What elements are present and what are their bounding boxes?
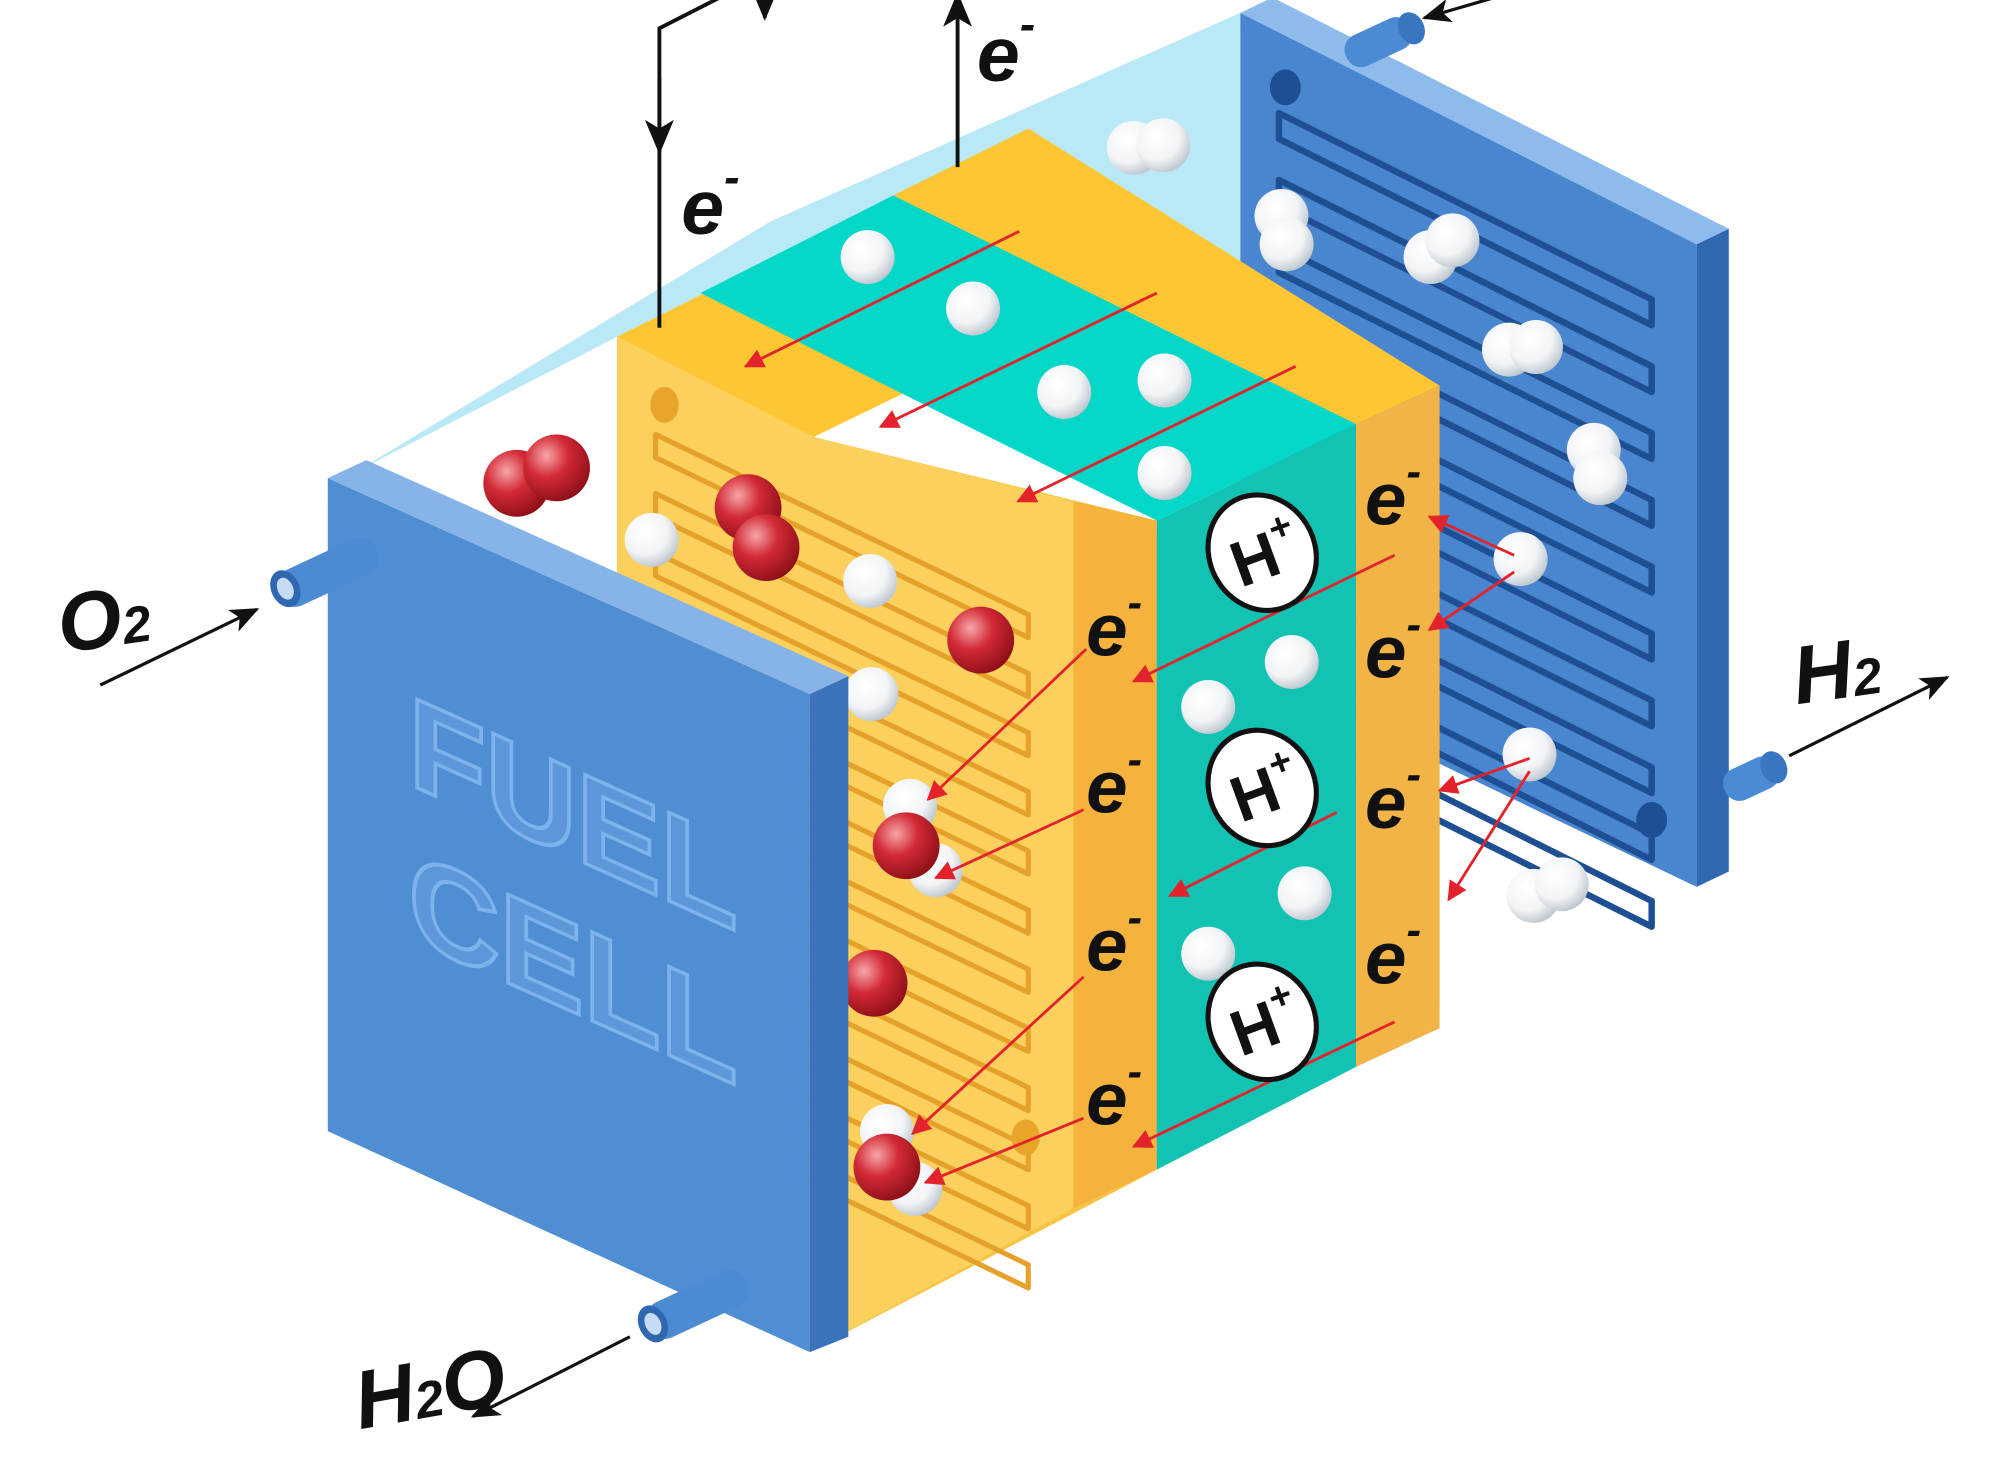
label-h2o: H2O bbox=[347, 1331, 512, 1447]
hydrogen-molecule bbox=[1425, 213, 1479, 267]
hydrogen-molecule bbox=[1573, 451, 1627, 505]
oxygen-molecule bbox=[523, 434, 590, 501]
oxygen-molecule bbox=[853, 1134, 920, 1201]
pipe-h2-bottom bbox=[1718, 747, 1793, 806]
hydrogen-molecule bbox=[841, 230, 895, 284]
arrow-h2-top bbox=[1424, 0, 1504, 18]
anode-port-hole bbox=[1636, 802, 1667, 838]
hydrogen-molecule bbox=[1138, 353, 1192, 407]
hydrogen-molecule bbox=[1181, 680, 1235, 734]
oxygen-molecule bbox=[841, 950, 908, 1017]
hydrogen-molecule bbox=[1494, 532, 1548, 586]
hydrogen-molecule bbox=[946, 281, 1000, 335]
hydrogen-molecule bbox=[1509, 320, 1563, 374]
circuit-electron-right: e- bbox=[977, 0, 1035, 98]
hydrogen-molecule bbox=[1278, 866, 1332, 920]
proton-badges: H+H+H+ bbox=[1188, 476, 1337, 1099]
anode-port-hole bbox=[1270, 69, 1301, 105]
hydrogen-molecule bbox=[625, 513, 679, 567]
panel-edge bbox=[810, 676, 849, 1352]
oxygen-molecule bbox=[947, 607, 1014, 674]
hydrogen-molecule bbox=[1136, 118, 1190, 172]
hydrogen-molecule bbox=[1265, 635, 1319, 689]
hydrogen-molecule bbox=[1138, 446, 1192, 500]
hydrogen-molecule bbox=[1037, 365, 1091, 419]
cathode-port-hole bbox=[650, 387, 678, 423]
label-h2: H2 bbox=[1787, 620, 1887, 722]
label-o2: O2 bbox=[52, 568, 157, 671]
oxygen-molecule bbox=[733, 514, 800, 581]
circuit-electron-left: e- bbox=[681, 151, 739, 251]
hydrogen-molecule bbox=[844, 667, 898, 721]
hydrogen-molecule bbox=[1260, 217, 1314, 271]
hydrogen-molecule bbox=[1535, 857, 1589, 911]
hydrogen-molecule bbox=[843, 554, 897, 608]
oxygen-molecule bbox=[873, 812, 940, 879]
